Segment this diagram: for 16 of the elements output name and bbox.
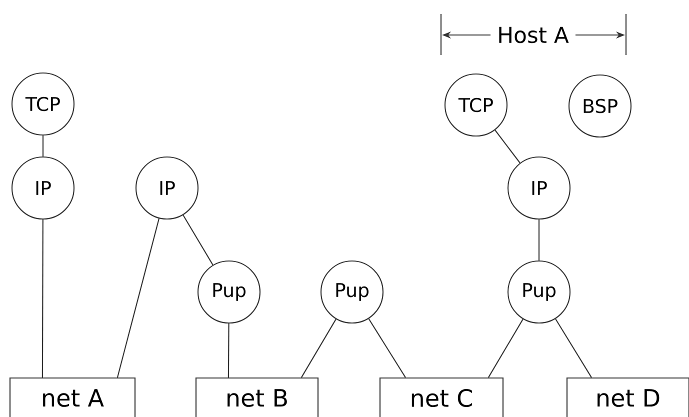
host-label: Host A (499, 26, 569, 44)
connector-line (42, 220, 44, 378)
network-box: net B (195, 377, 319, 417)
connector-line (42, 136, 44, 156)
network-box: net C (379, 377, 504, 417)
connector-line (182, 214, 214, 266)
connector-line (488, 318, 524, 378)
connector-line (300, 318, 336, 378)
connector-line (228, 324, 230, 378)
connector-line (116, 218, 160, 378)
network-box: net A (9, 377, 136, 417)
connector-line (368, 318, 406, 378)
connector-line (555, 318, 592, 378)
connector-line (494, 130, 520, 164)
connector-line (538, 220, 540, 260)
network-box: net D (566, 377, 689, 417)
